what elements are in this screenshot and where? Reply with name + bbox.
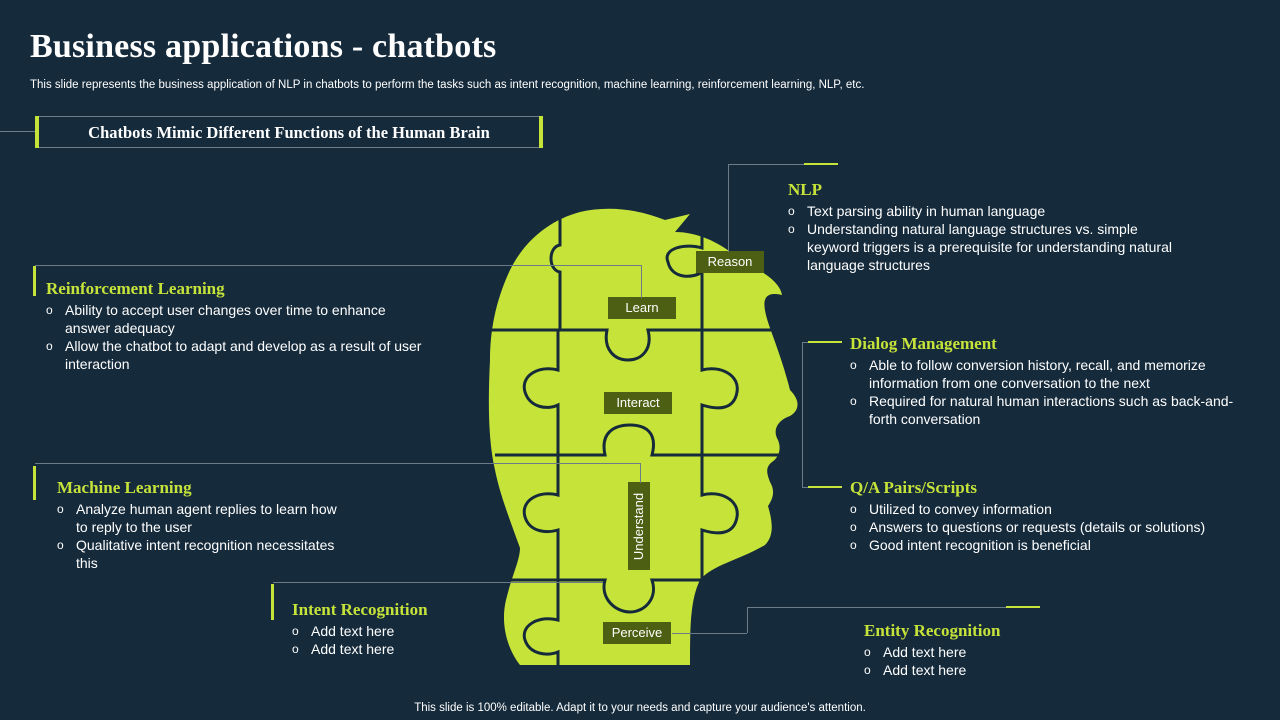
machine-accent	[33, 466, 36, 500]
list-item: o Utilized to convey information	[850, 500, 1250, 518]
list-item: o Ability to accept user changes over tim…	[46, 301, 426, 337]
section-nlp-title: NLP	[788, 180, 822, 199]
entity-connector-left	[672, 633, 747, 634]
bullet: o	[864, 645, 871, 659]
section-reinforcement-item-2: Allow the chatbot to adapt and develop a…	[65, 338, 422, 372]
entity-accent	[1006, 606, 1040, 608]
list-item: o Add text here	[292, 640, 512, 658]
bullet: o	[788, 204, 795, 218]
list-item: o Able to follow conversion history, reca…	[850, 356, 1240, 392]
section-intent-item-2: Add text here	[311, 641, 395, 657]
list-item: o Answers to questions or requests (detai…	[850, 518, 1250, 536]
bullet: o	[850, 520, 857, 534]
bullet: o	[850, 358, 857, 372]
banner-text: Chatbots Mimic Different Functions of th…	[88, 123, 490, 142]
section-qa-item-2: Answers to questions or requests (detail…	[869, 519, 1206, 535]
section-intent-title: Intent Recognition	[292, 600, 428, 619]
page-subtitle: This slide represents the business appli…	[30, 79, 865, 91]
dialog-accent	[808, 341, 842, 343]
list-item: o Add text here	[864, 643, 1084, 661]
banner-accent-right	[539, 116, 543, 148]
label-reason: Reason	[696, 251, 764, 273]
section-dialog-title: Dialog Management	[850, 334, 997, 353]
section-machine-title: Machine Learning	[57, 478, 192, 497]
puzzle-lines	[490, 218, 790, 665]
page-title: Business applications - chatbots	[30, 28, 497, 65]
qa-connector	[802, 487, 812, 488]
list-item: o Qualitative intent recognition necessit…	[57, 536, 347, 572]
section-machine-item-1: Analyze human agent replies to learn how…	[76, 501, 337, 535]
section-dialog-item-2: Required for natural human interactions …	[869, 393, 1234, 427]
section-qa-item-1: Utilized to convey information	[869, 501, 1052, 517]
dialog-connector	[802, 342, 812, 343]
bullet: o	[292, 624, 299, 638]
section-reinforcement-learning: Reinforcement Learning o Ability to accep…	[46, 279, 426, 373]
banner: Chatbots Mimic Different Functions of th…	[35, 116, 543, 148]
section-qa-item-3: Good intent recognition is beneficial	[869, 537, 1091, 553]
section-intent-item-1: Add text here	[311, 623, 395, 639]
section-qa-title: Q/A Pairs/Scripts	[850, 478, 978, 497]
label-learn: Learn	[608, 297, 676, 319]
bullet: o	[850, 538, 857, 552]
footer-note: This slide is 100% editable. Adapt it to…	[414, 702, 866, 714]
right-connector-vertical	[802, 342, 803, 487]
entity-connector-top	[747, 607, 1007, 608]
banner-accent-left	[35, 116, 39, 148]
list-item: o Text parsing ability in human language	[788, 202, 1178, 220]
entity-connector-vertical	[747, 607, 748, 633]
list-item: o Allow the chatbot to adapt and develop …	[46, 337, 426, 373]
section-nlp: NLP o Text parsing ability in human langu…	[788, 180, 1178, 274]
bullet: o	[292, 642, 299, 656]
bullet: o	[864, 663, 871, 677]
section-nlp-item-2: Understanding natural language structure…	[807, 221, 1172, 273]
nlp-accent	[804, 163, 838, 165]
list-item: o Required for natural human interactions…	[850, 392, 1240, 428]
label-perceive: Perceive	[603, 622, 671, 644]
qa-accent	[808, 486, 842, 488]
list-item: o Add text here	[864, 661, 1084, 679]
nlp-connector-top	[728, 164, 808, 165]
list-item: o Analyze human agent replies to learn ho…	[57, 500, 347, 536]
section-machine-learning: Machine Learning o Analyze human agent re…	[57, 478, 347, 572]
bullet: o	[788, 222, 795, 236]
bullet: o	[46, 339, 53, 353]
section-nlp-item-1: Text parsing ability in human language	[807, 203, 1046, 219]
section-entity-item-1: Add text here	[883, 644, 967, 660]
section-qa-pairs: Q/A Pairs/Scripts o Utilized to convey in…	[850, 478, 1250, 554]
nlp-connector-vertical	[728, 164, 729, 252]
bullet: o	[57, 502, 64, 516]
section-entity-title: Entity Recognition	[864, 621, 1001, 640]
banner-connector-line	[0, 131, 35, 132]
label-interact: Interact	[604, 392, 672, 414]
section-reinforcement-item-1: Ability to accept user changes over time…	[65, 302, 386, 336]
intent-accent	[271, 584, 274, 620]
head-silhouette	[488, 208, 798, 665]
machine-connector	[35, 463, 640, 464]
list-item: o Add text here	[292, 622, 512, 640]
machine-connector-vertical	[640, 463, 641, 483]
section-entity-item-2: Add text here	[883, 662, 967, 678]
section-dialog-management: Dialog Management o Able to follow conver…	[850, 334, 1240, 428]
section-reinforcement-title: Reinforcement Learning	[46, 279, 225, 298]
reinforcement-accent	[33, 266, 36, 296]
section-dialog-item-1: Able to follow conversion history, recal…	[869, 357, 1206, 391]
list-item: o Understanding natural language structur…	[788, 220, 1178, 274]
intent-connector	[273, 582, 603, 583]
bullet: o	[850, 394, 857, 408]
label-understand: Understand	[628, 482, 650, 570]
bullet: o	[46, 303, 53, 317]
bullet: o	[57, 538, 64, 552]
label-understand-text: Understand	[631, 492, 647, 560]
section-machine-item-2: Qualitative intent recognition necessita…	[76, 537, 335, 571]
list-item: o Good intent recognition is beneficial	[850, 536, 1250, 554]
reinforcement-connector-vertical	[641, 265, 642, 298]
bullet: o	[850, 502, 857, 516]
reinforcement-connector	[35, 265, 641, 266]
